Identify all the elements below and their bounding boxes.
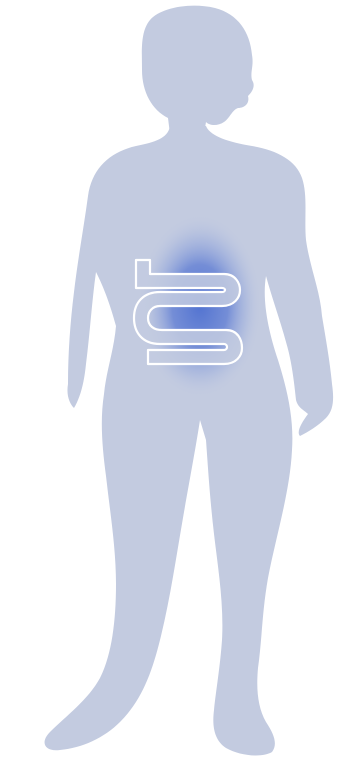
head-shape xyxy=(142,6,254,134)
